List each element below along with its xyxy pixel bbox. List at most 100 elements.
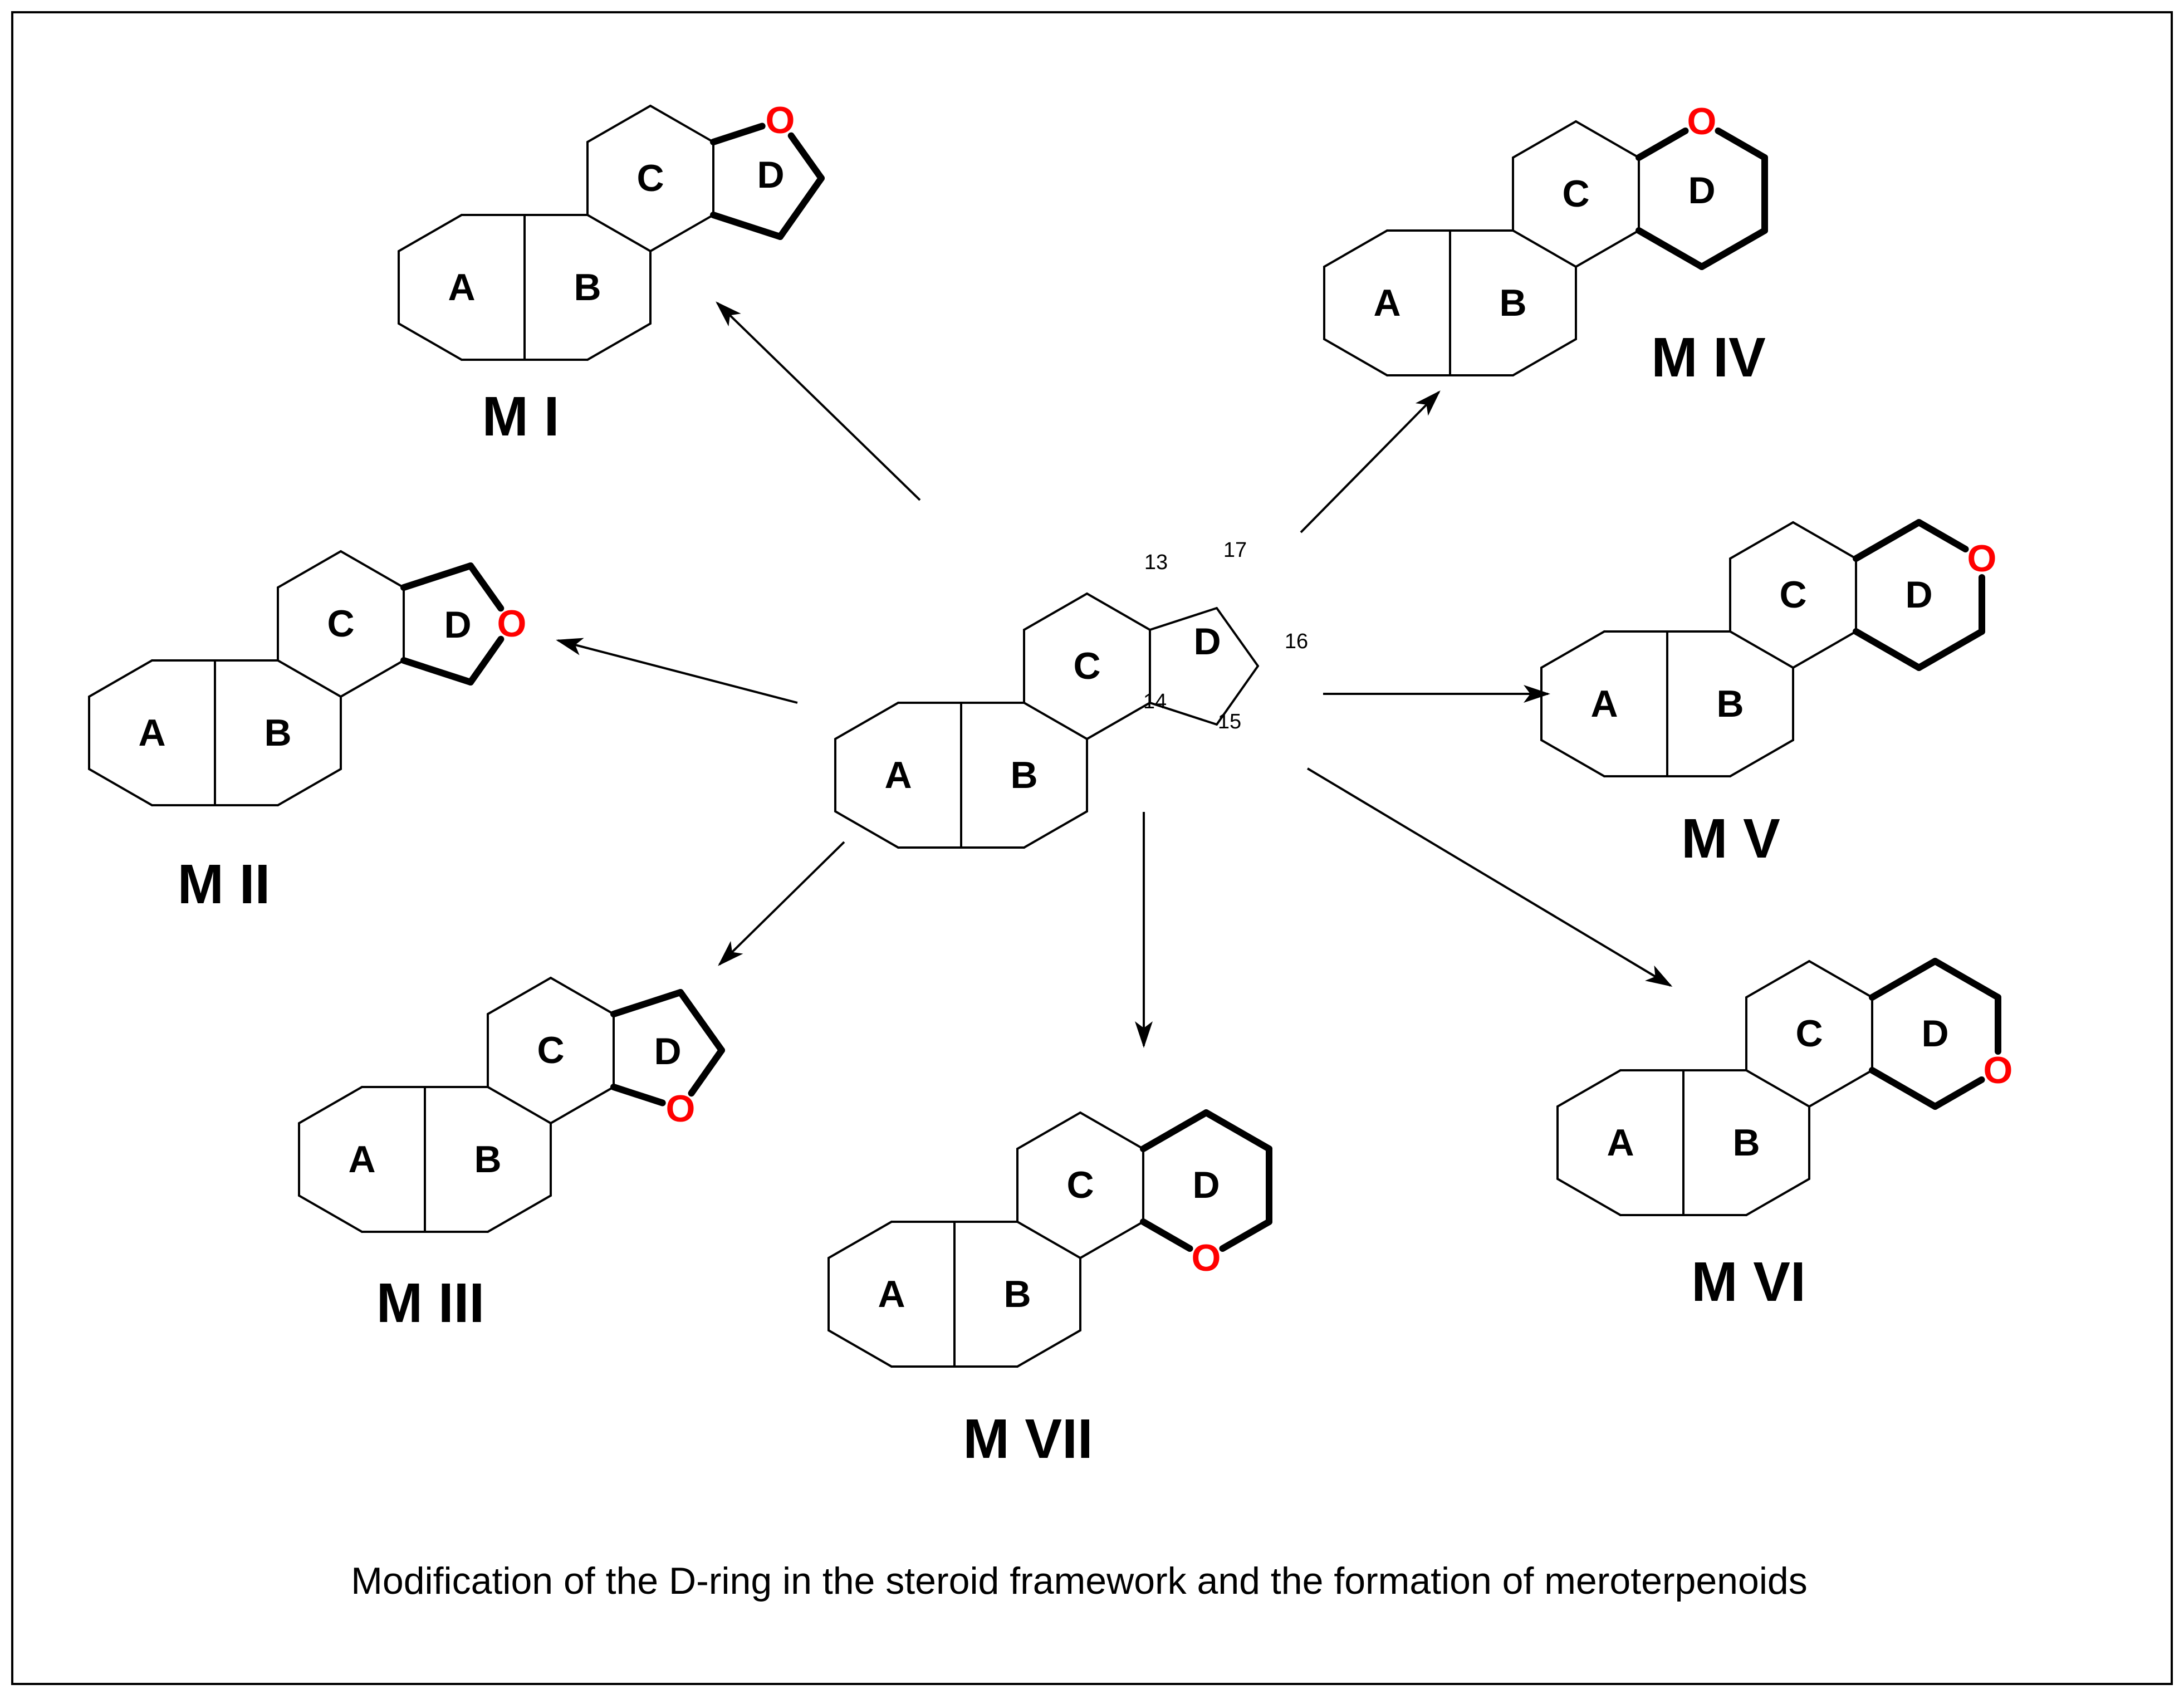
skeleton-bond: [277, 550, 342, 589]
ring-label-b: B: [1003, 1273, 1031, 1315]
skeleton-bond: [340, 550, 405, 589]
heterocycle-bond: [677, 989, 725, 1054]
heterocycle-bond: [777, 175, 825, 240]
locant-16: 16: [1285, 630, 1308, 653]
skeleton-bond: [1745, 1069, 1810, 1108]
ring-label-b: B: [264, 712, 291, 754]
skeleton-bond: [586, 105, 652, 143]
skeleton-bond: [1556, 1069, 1622, 1108]
heterocycle-bond: [610, 1084, 666, 1106]
skeleton-bond: [827, 1221, 893, 1259]
skeleton-bond: [834, 810, 899, 849]
skeleton-bond: [550, 977, 615, 1015]
compound-label-m-ii: M II: [178, 853, 271, 915]
skeleton-bond: [1808, 1069, 1873, 1108]
locant-14: 14: [1143, 690, 1167, 713]
locant-17: 17: [1223, 538, 1247, 562]
figure-caption: Modification of the D-ring in the steroi…: [351, 1560, 1808, 1602]
ring-label-c: C: [1562, 173, 1589, 215]
heterocycle-bond: [400, 562, 474, 591]
d-ring-bond: [1216, 665, 1259, 726]
skeleton-bond: [398, 322, 463, 361]
heterocycle-bond: [1698, 227, 1768, 270]
skeleton-bond: [487, 977, 552, 1015]
skeleton-bond: [586, 322, 652, 361]
ring-label-a: A: [1590, 683, 1618, 725]
compound-m-iii: A B C D O: [298, 977, 725, 1233]
skeleton-bond: [834, 702, 899, 740]
heterocycle-bond: [1853, 628, 1922, 671]
skeleton-bond: [277, 768, 342, 806]
heterocycle-bond: [1635, 127, 1689, 161]
skeleton-bond: [1792, 521, 1857, 560]
skeleton-bond: [1016, 1329, 1081, 1368]
skeleton-bond: [1512, 338, 1577, 376]
locant-13: 13: [1144, 551, 1168, 574]
skeleton-bond: [1745, 960, 1810, 998]
compound-label-m-iv: M IV: [1651, 326, 1766, 389]
skeleton-bond: [1792, 630, 1857, 669]
heterocycle-bond: [400, 657, 474, 686]
compound-label-m-vi: M VI: [1691, 1251, 1806, 1313]
skeleton-bond: [1729, 739, 1794, 777]
ring-label-b: B: [1716, 683, 1744, 725]
skeleton-bond: [1540, 630, 1605, 669]
skeleton-bond: [1729, 521, 1794, 560]
compound-label-m-i: M I: [482, 385, 560, 448]
oxygen-atom: O: [1984, 1049, 2013, 1091]
skeleton-bond: [1575, 229, 1640, 268]
skeleton-bond: [1016, 1112, 1081, 1150]
skeleton-bond: [550, 1086, 615, 1124]
skeleton-bond: [88, 768, 153, 806]
heterocycle-bond: [610, 989, 684, 1017]
ring-label-a: A: [878, 1273, 905, 1315]
heterocycle-bond: [1635, 227, 1705, 270]
heterocycle-bond: [710, 123, 766, 145]
ring-label-d: D: [444, 604, 471, 646]
ring-label-d: D: [1192, 1164, 1220, 1206]
compound-label-m-v: M V: [1681, 807, 1780, 870]
ring-label-d: D: [1921, 1012, 1948, 1055]
skeleton-bond: [1079, 1112, 1144, 1150]
d-ring-bond: [1149, 607, 1218, 631]
oxygen-atom: O: [1687, 100, 1717, 143]
skeleton-bond: [298, 1194, 363, 1233]
compound-m-iv: A B C D O: [1323, 100, 1768, 376]
ring-label-a: A: [1607, 1122, 1634, 1164]
core-ring-label-b: B: [1010, 754, 1037, 796]
ring-label-b: B: [1499, 282, 1526, 324]
heterocycle-bond: [1932, 1076, 1985, 1110]
core-ring-label-a: A: [884, 754, 912, 796]
heterocycle-bond: [1869, 958, 1938, 1001]
core-ring-bonds: [834, 593, 1259, 849]
skeleton-bond: [649, 214, 714, 252]
heterocycle-bond: [710, 212, 784, 240]
ring-label-a: A: [348, 1138, 375, 1181]
skeleton-bond: [1575, 120, 1640, 159]
compound-m-vi: A B C D O: [1556, 958, 2013, 1216]
skeleton-bond: [298, 1086, 363, 1124]
ring-label-a: A: [1373, 282, 1400, 324]
heterocycle-bond: [1140, 1109, 1209, 1152]
compound-m-v: A B C D O: [1540, 519, 1996, 777]
skeleton-bond: [1023, 593, 1088, 631]
ring-label-c: C: [537, 1029, 564, 1071]
ring-label-a: A: [448, 266, 475, 309]
reaction-arrows: [556, 301, 1673, 1048]
heterocycle-bond: [688, 1047, 725, 1097]
skeleton-bond: [1323, 338, 1388, 376]
arrow-to-m-i: [716, 301, 921, 501]
compound-bonds: [827, 1109, 1272, 1368]
compound-m-vii: A B C D O: [827, 1109, 1272, 1368]
d-ring-bond: [1216, 607, 1259, 667]
heterocycle-bond: [467, 635, 505, 686]
ring-label-d: D: [757, 154, 784, 196]
skeleton-bond: [1079, 1221, 1144, 1259]
skeleton-bond: [277, 659, 342, 698]
compound-m-ii: A B C D O: [88, 550, 526, 806]
skeleton-bond: [1016, 1221, 1081, 1259]
heterocycle-bond: [1219, 1218, 1272, 1252]
heterocycle-bond: [1853, 519, 1922, 562]
heterocycle-bond: [1140, 1218, 1193, 1252]
